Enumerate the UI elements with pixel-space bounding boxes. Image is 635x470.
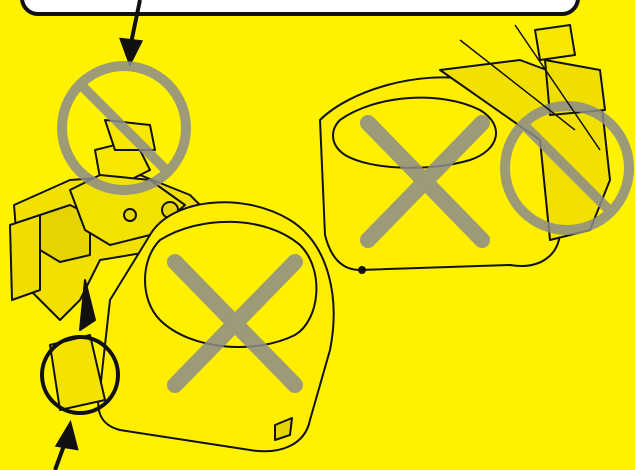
instruction-illustration <box>0 0 635 470</box>
illustration-svg <box>0 0 635 470</box>
